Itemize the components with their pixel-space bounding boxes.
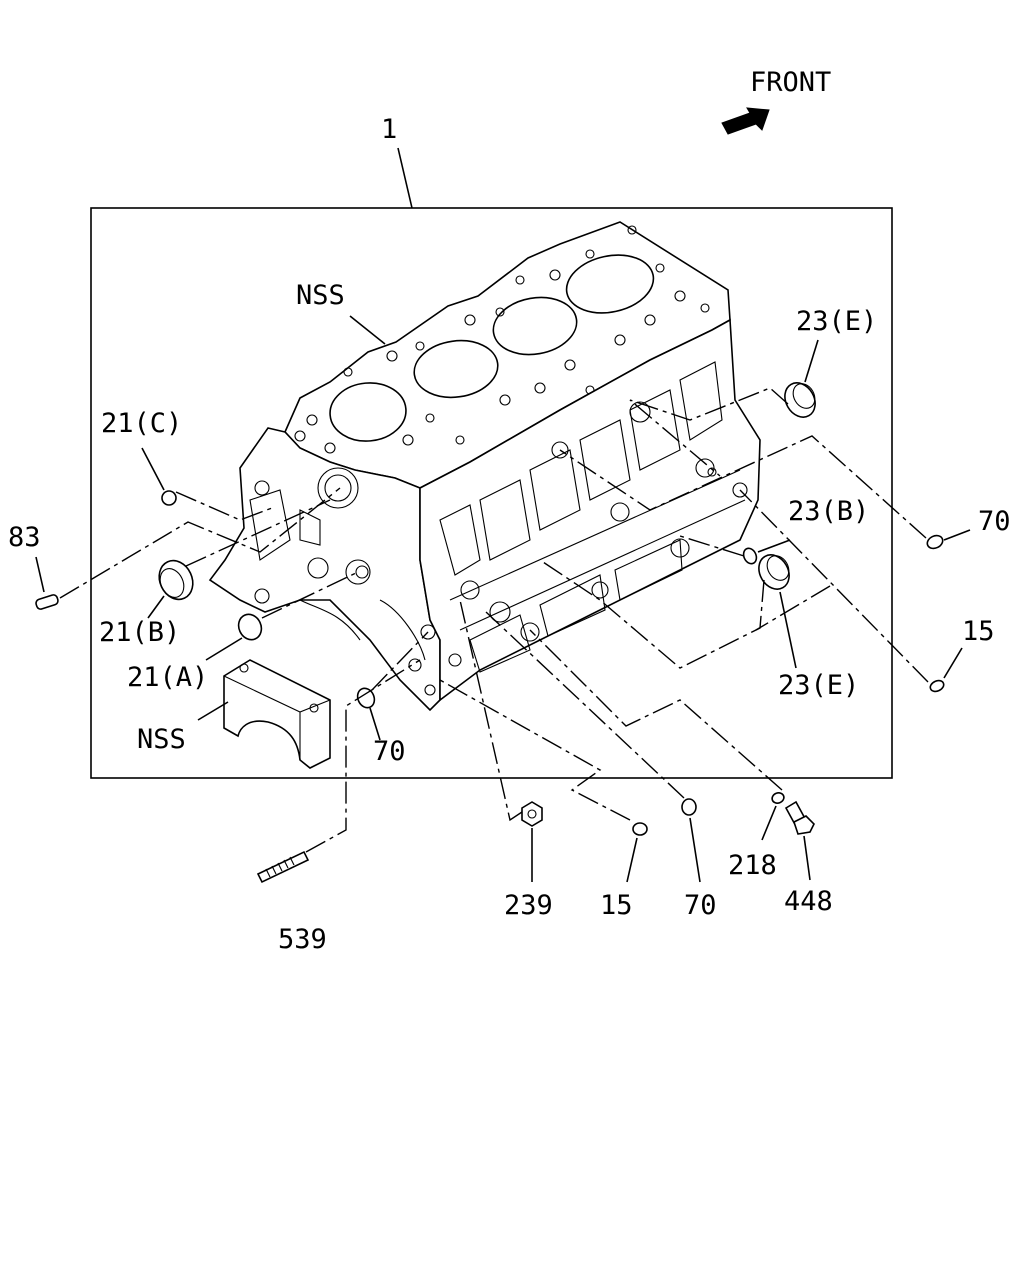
label-23b: 23(B)	[788, 496, 869, 527]
label-70-bottom: 70	[684, 890, 717, 921]
assembly-frame	[90, 207, 893, 779]
part-70-bottom	[681, 798, 697, 816]
part-70-right	[926, 534, 944, 550]
part-15-right	[929, 679, 945, 693]
label-539: 539	[278, 924, 327, 955]
label-15-right: 15	[962, 616, 995, 647]
label-23e-top: 23(E)	[796, 306, 877, 337]
part-83	[35, 594, 59, 610]
label-239: 239	[504, 890, 553, 921]
label-448: 448	[784, 886, 833, 917]
label-nss-top: NSS	[296, 280, 345, 311]
front-label: FRONT	[750, 67, 831, 98]
part-21c	[161, 490, 177, 506]
part-21a	[237, 613, 263, 641]
label-23e-bottom: 23(E)	[778, 670, 859, 701]
part-539	[256, 850, 310, 884]
label-83: 83	[8, 522, 41, 553]
label-21b: 21(B)	[99, 617, 180, 648]
label-70-right: 70	[978, 506, 1011, 537]
part-23b	[742, 547, 758, 565]
part-nss-cap	[223, 659, 331, 769]
part-70-left	[356, 687, 376, 709]
part-23e-bottom	[758, 554, 790, 590]
part-15-bottom	[632, 822, 648, 836]
part-23e-top	[784, 382, 816, 418]
part-21b	[158, 559, 194, 601]
label-15-bottom: 15	[600, 890, 633, 921]
label-nss-bottom: NSS	[137, 724, 186, 755]
front-arrow-icon	[721, 107, 770, 135]
label-70-left: 70	[373, 736, 406, 767]
part-218	[771, 792, 785, 804]
cylinder-block	[208, 221, 761, 712]
label-21a: 21(A)	[127, 662, 208, 693]
label-1: 1	[381, 114, 397, 145]
leader-lines	[35, 315, 971, 883]
label-21c: 21(C)	[101, 408, 182, 439]
part-448	[784, 800, 815, 835]
part-239	[521, 801, 543, 827]
label-218: 218	[728, 850, 777, 881]
